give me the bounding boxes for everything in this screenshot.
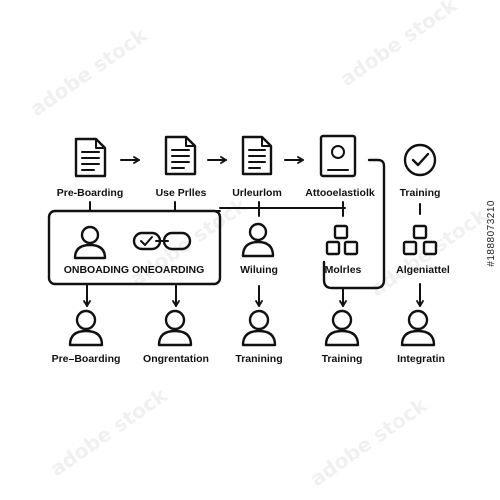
step-label: Training: [400, 187, 441, 199]
person-icon: [400, 309, 436, 347]
step-label: Ongrentation: [143, 353, 209, 365]
step-label: Wiluing: [240, 264, 278, 276]
step-label: Molrles: [325, 264, 362, 276]
document-icon: [74, 137, 107, 178]
step-label: Pre–Boarding: [52, 353, 121, 365]
stock-id: #1888073210: [486, 200, 497, 267]
step-label: Algeniattel: [396, 264, 450, 276]
person-icon: [241, 222, 275, 258]
link-icon: [132, 231, 192, 251]
step-label: Tranining: [235, 353, 282, 365]
step-label: Use Prlles: [156, 187, 207, 199]
id-card-icon: [319, 134, 357, 178]
step-label: Training: [322, 353, 363, 365]
step-label: Attooelastiolk: [305, 187, 375, 199]
step-label: Integratin: [397, 353, 445, 365]
blocks-icon: [325, 224, 359, 256]
onboarding-group-box: [47, 209, 222, 286]
person-icon: [241, 309, 277, 347]
document-icon: [164, 135, 197, 176]
step-label: Urleurlom: [232, 187, 282, 199]
person-icon: [73, 225, 107, 260]
blocks-icon: [402, 224, 438, 256]
person-icon: [157, 309, 193, 347]
person-icon: [68, 309, 104, 347]
person-icon: [324, 309, 360, 347]
check-circle-icon: [403, 143, 437, 177]
group-label: ONBOADING ONEOARDING: [64, 264, 205, 276]
document-icon: [241, 135, 273, 176]
step-label: Pre-Boarding: [57, 187, 124, 199]
